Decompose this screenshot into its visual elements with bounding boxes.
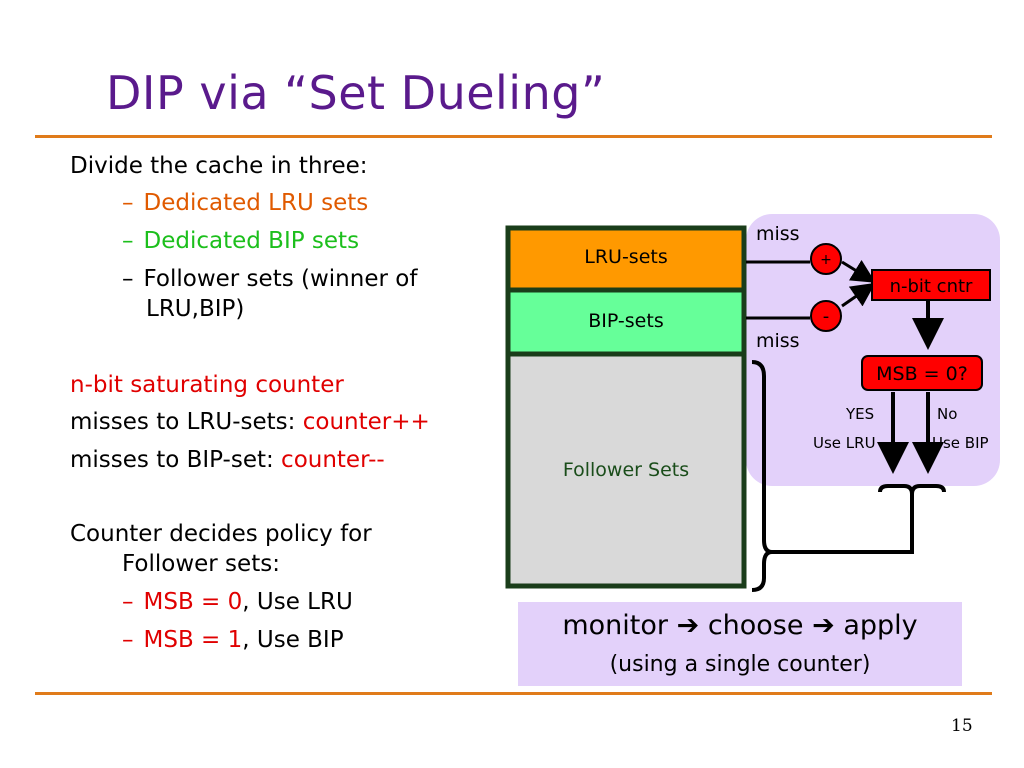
lru-miss-line: misses to LRU-sets: counter++ <box>70 409 430 435</box>
bullet-dedicated-bip: –Dedicated BIP sets <box>122 228 359 254</box>
msb-label: MSB = 0? <box>876 363 968 385</box>
policy-condition: MSB = 1 <box>143 627 243 653</box>
bullet-text: Follower sets (winner of <box>143 266 418 292</box>
bullet-text: Dedicated BIP sets <box>143 228 360 254</box>
msb-box <box>861 355 983 391</box>
counter-label: n-bit cntr <box>890 276 973 297</box>
follower-sets-label: Follower Sets <box>562 459 690 481</box>
minus-arrow <box>841 282 876 308</box>
choose-word: choose <box>707 610 804 641</box>
bullet-dash: – <box>122 589 134 615</box>
apply-word: apply <box>843 610 918 641</box>
bip-sets-label: BIP-sets <box>588 310 664 332</box>
decides-line: Counter decides policy for <box>70 521 372 547</box>
follower-sets-block <box>505 351 747 589</box>
bullet-dash: – <box>122 190 134 216</box>
top-divider <box>35 135 992 138</box>
bullet-dash: – <box>122 228 134 254</box>
counter-heading: n-bit saturating counter <box>70 372 344 398</box>
right-arrow-icon: ➔ <box>812 610 835 641</box>
bullet-follower-sets-cont: LRU,BIP) <box>146 296 245 322</box>
slide-title: DIP via “Set Dueling” <box>106 66 606 120</box>
summary-line: monitor ➔ choose ➔ apply <box>518 610 962 641</box>
output-brace <box>878 484 946 495</box>
plus-arrow <box>841 259 876 283</box>
use-bip-label: Use BIP <box>932 434 989 452</box>
bullet-dash: – <box>122 266 134 292</box>
bullet-dash: – <box>122 627 134 653</box>
bip-miss-action: counter-- <box>281 447 385 473</box>
lru-sets-label: LRU-sets <box>584 246 668 268</box>
right-arrow-icon: ➔ <box>676 610 700 641</box>
miss-top-label: miss <box>756 223 800 245</box>
policy-msb0: –MSB = 0, Use LRU <box>122 589 353 615</box>
bullet-follower-sets: –Follower sets (winner of <box>122 266 417 292</box>
policy-msb1: –MSB = 1, Use BIP <box>122 627 344 653</box>
use-lru-label: Use LRU <box>813 434 876 452</box>
no-label: No <box>937 405 957 423</box>
bip-miss-prefix: misses to BIP-set: <box>70 447 282 473</box>
yes-label: YES <box>845 405 874 423</box>
intro-line: Divide the cache in three: <box>70 153 368 179</box>
policy-action: , Use BIP <box>242 627 344 653</box>
page-number: 15 <box>951 716 973 736</box>
bullet-dedicated-lru: –Dedicated LRU sets <box>122 190 368 216</box>
monitor-word: monitor <box>562 610 668 641</box>
miss-bottom-label: miss <box>756 330 800 352</box>
summary-subtitle: (using a single counter) <box>609 652 871 677</box>
decides-line-cont: Follower sets: <box>122 551 280 577</box>
follower-brace <box>751 360 773 592</box>
policy-condition: MSB = 0 <box>143 589 243 615</box>
minus-sign: - <box>823 306 830 327</box>
policy-action: , Use LRU <box>242 589 353 615</box>
lru-miss-prefix: misses to LRU-sets: <box>70 409 303 435</box>
plus-circle <box>810 243 842 275</box>
lru-miss-action: counter++ <box>302 409 430 435</box>
counter-box <box>871 269 991 301</box>
summary-box: monitor ➔ choose ➔ apply (using a single… <box>518 602 962 686</box>
bip-sets-block <box>505 287 747 357</box>
policy-connector <box>768 494 914 554</box>
minus-circle <box>810 300 842 332</box>
plus-sign: + <box>820 252 832 268</box>
bullet-text: Dedicated LRU sets <box>143 190 369 216</box>
bip-miss-line: misses to BIP-set: counter-- <box>70 447 385 473</box>
bottom-divider <box>35 692 992 695</box>
